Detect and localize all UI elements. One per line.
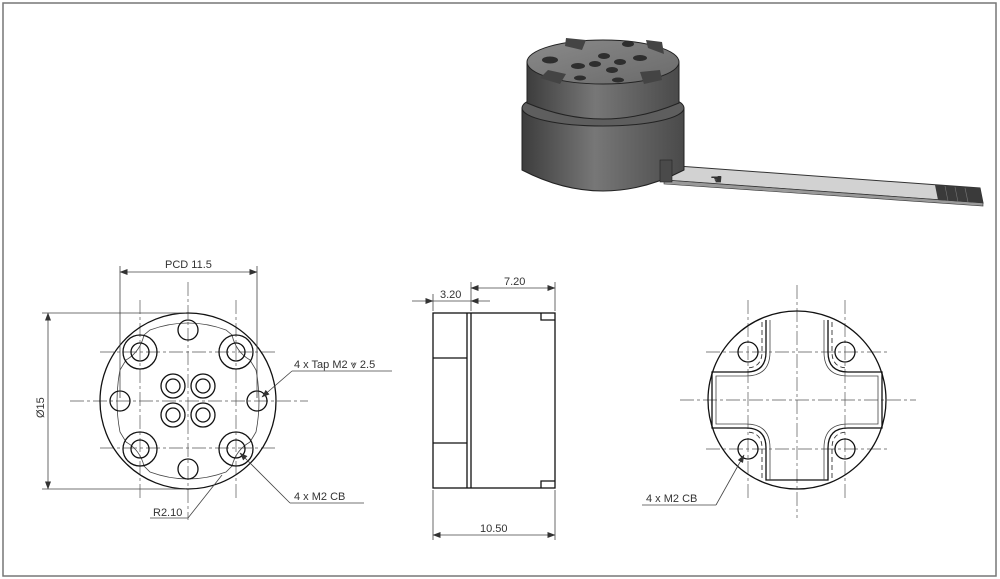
front-view: PCD 11.5 Ø15 4 x Tap M2 ⩔ 2.5 R2.10 4 x … <box>35 259 392 520</box>
back-outer-circle <box>707 310 887 490</box>
side-dim-mid-label: 7.20 <box>504 276 525 288</box>
flex-cable <box>663 164 984 207</box>
diameter-dimension-label: Ø15 <box>35 397 47 418</box>
front-cb-note-label: 4 x M2 CB <box>294 491 345 503</box>
isometric-view: ☚ <box>521 38 984 207</box>
side-dim-small-label: 3.20 <box>440 289 461 301</box>
pcd-dimension-label: PCD 11.5 <box>165 259 212 271</box>
cable-connector-pads <box>935 185 983 203</box>
back-cb-note-label: 4 x M2 CB <box>646 493 697 505</box>
side-body-outline <box>432 312 556 489</box>
hand-cursor-icon: ☚ <box>710 171 723 187</box>
front-outer-circle <box>99 312 277 490</box>
side-view: 7.20 3.20 10.50 <box>412 276 556 540</box>
back-view: 4 x M2 CB <box>642 285 916 518</box>
lower-cylinder <box>521 107 685 192</box>
radius-note-label: R2.10 <box>153 507 182 519</box>
tap-note-label: 4 x Tap M2 ⩔ 2.5 <box>294 359 375 371</box>
side-dim-total-label: 10.50 <box>480 523 508 535</box>
